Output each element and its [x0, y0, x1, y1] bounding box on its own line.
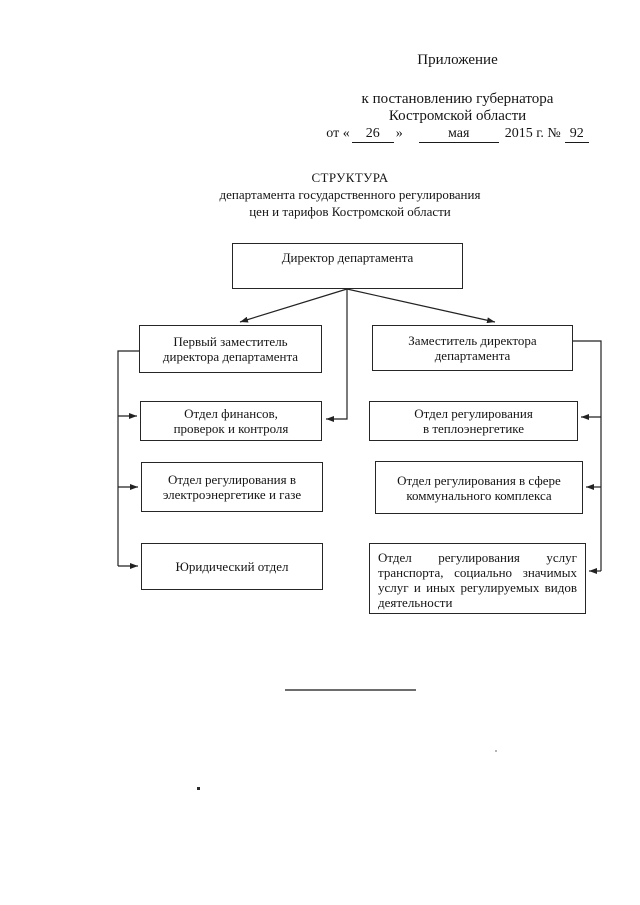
org-node-label: услуг и иных регулируемых видов [378, 580, 577, 595]
org-node-director: Директор департамента [232, 243, 463, 289]
org-node-label: Заместитель директора [408, 333, 537, 348]
appendix-label: Приложение [417, 52, 498, 68]
title-line-3: цен и тарифов Костромской области [249, 204, 451, 219]
decree-line-2: Костромской области [388, 108, 527, 124]
org-node-label: Директор департамента [281, 250, 414, 265]
date-prefix: от « [326, 126, 350, 141]
org-node-first-deputy: Первый заместитель директора департамент… [139, 325, 322, 373]
org-node-label: Юридический отдел [175, 559, 289, 574]
org-node-heat: Отдел регулирования в теплоэнергетике [369, 401, 578, 441]
org-node-label: Отдел регулирования в [167, 472, 296, 487]
org-node-label: Отдел регулирования [414, 406, 533, 421]
scan-speck [197, 787, 200, 790]
date-day-blank: 26 [351, 125, 394, 143]
edge-director-first-deputy [239, 288, 348, 323]
scan-speck [495, 750, 497, 752]
org-node-label: электроэнергетике и газе [162, 487, 302, 502]
org-node-label: в теплоэнергетике [422, 421, 525, 436]
date-year: 2015 г. № [504, 126, 561, 141]
right-trunk-line [573, 340, 602, 571]
org-node-legal: Юридический отдел [141, 543, 323, 590]
org-node-label: департамента [434, 348, 511, 363]
document-title: СТРУКТУРА департамента государственного … [140, 169, 560, 220]
org-node-label: Отдел финансов, [184, 406, 278, 421]
org-node-communal: Отдел регулирования в сфере коммунальног… [375, 461, 583, 514]
date-month-blank: мая [418, 125, 499, 143]
left-trunk-line [117, 350, 139, 566]
edge-director-deputy [346, 288, 496, 324]
org-node-finance: Отдел финансов, проверок и контроля [140, 401, 322, 441]
org-node-label: директора департамента [162, 349, 299, 364]
org-node-label: транспорта, социально значимых [378, 565, 577, 580]
title-line-1: СТРУКТУРА [311, 170, 389, 185]
date-number-blank: 92 [564, 125, 589, 143]
org-node-deputy: Заместитель директора департамента [372, 325, 573, 371]
org-node-label: коммунального комплекса [406, 487, 552, 503]
org-node-label: Отдел регулирования в сфере [397, 472, 561, 488]
org-node-transport: Отдел регулирования услуг транспорта, со… [369, 543, 586, 614]
document-header: Приложение к постановлению губернатора К… [315, 52, 600, 143]
org-node-label: проверок и контроля [173, 421, 289, 436]
org-node-label: Отдел регулирования услуг [378, 550, 577, 565]
decree-line-1: к постановлению губернатора [361, 91, 554, 107]
org-node-electro: Отдел регулирования в электроэнергетике … [141, 462, 323, 512]
edge-director-finance [326, 289, 348, 422]
date-close-quote: » [395, 126, 403, 141]
org-node-label: Первый заместитель [173, 334, 288, 349]
org-node-label: деятельности [378, 595, 453, 610]
title-line-2: департамента государственного регулирова… [219, 187, 481, 202]
